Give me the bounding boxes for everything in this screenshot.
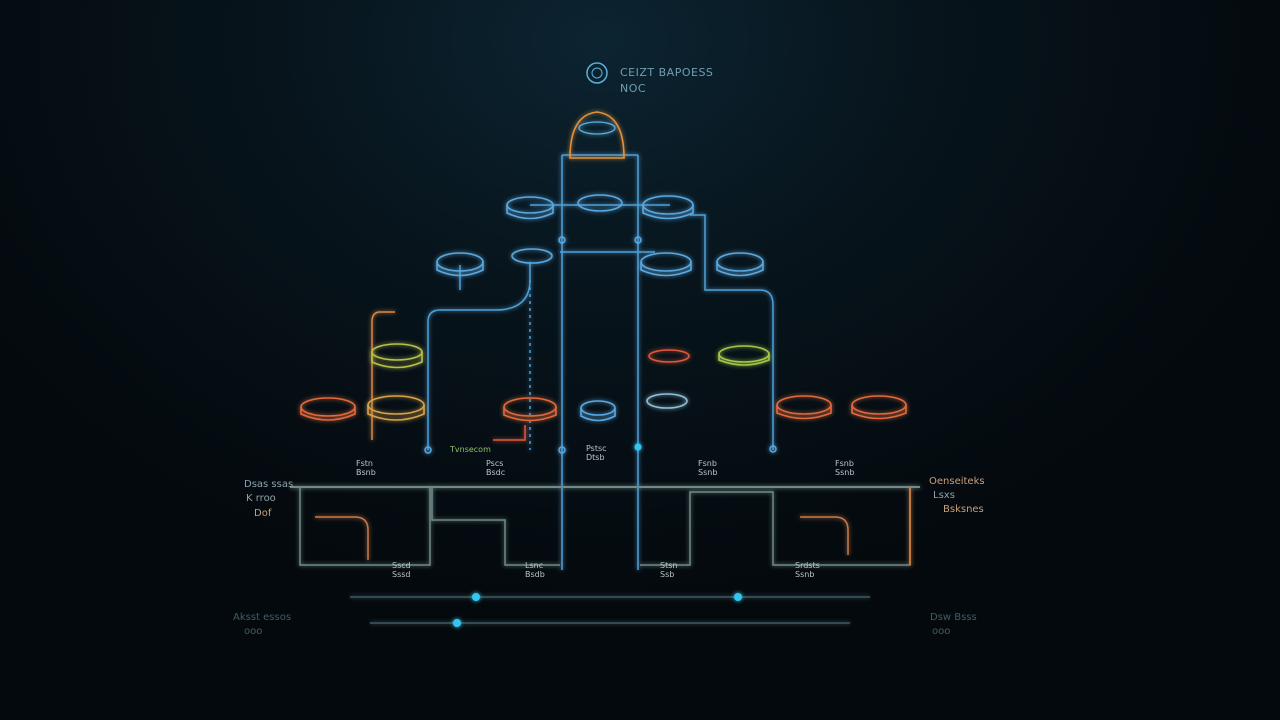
- left-branch: [427, 262, 531, 450]
- center-node-label: Tvnsecom: [449, 445, 491, 454]
- tier2-nodes: [506, 194, 694, 220]
- signal-dot-1: [472, 593, 480, 601]
- node-t5-5[interactable]: [646, 393, 688, 409]
- side-left-line3: Dof: [254, 508, 272, 519]
- top-hub[interactable]: [569, 111, 625, 159]
- node-t5-2[interactable]: [367, 395, 425, 421]
- bus-loop-1: [299, 487, 431, 566]
- footer-right-line1: Dsw Bsss: [930, 612, 977, 623]
- bus-loop-3: [640, 487, 911, 566]
- side-right-line3: Bsksnes: [943, 504, 984, 515]
- dot-4: [769, 445, 777, 453]
- bus-loop-2: [431, 487, 560, 566]
- node-t2-left[interactable]: [506, 196, 554, 220]
- side-right: Oenseiteks Lsxs Bsksnes: [929, 476, 985, 515]
- side-left: Dsas ssas K rroo Dof: [244, 479, 293, 519]
- footer-left: Aksst essos ooo: [233, 612, 291, 637]
- orange-left-branch: [371, 311, 395, 440]
- node-t5-1[interactable]: [300, 397, 356, 421]
- node-t3-4[interactable]: [716, 252, 764, 277]
- orange-link-right: [800, 516, 849, 555]
- node-t3-2[interactable]: [511, 248, 553, 264]
- signal-dot-2: [734, 593, 742, 601]
- header-subtitle: NOC: [620, 82, 646, 95]
- node-t2-right[interactable]: [642, 195, 694, 220]
- node-t4-yellow-right[interactable]: [718, 345, 770, 366]
- orange-link-left: [315, 516, 369, 560]
- dot-6: [634, 236, 642, 244]
- node-t2-center[interactable]: [577, 194, 623, 212]
- node-t5-6[interactable]: [776, 395, 832, 420]
- globe-icon: [586, 62, 608, 84]
- node-t5-3[interactable]: [503, 397, 557, 422]
- dot-1: [424, 446, 432, 454]
- node-t5-7[interactable]: [851, 395, 907, 420]
- side-right-line2: Lsxs: [933, 490, 955, 501]
- header: CEIZT BAPOESS NOC: [586, 62, 713, 95]
- side-left-line1: Dsas ssas: [244, 479, 293, 490]
- red-link-center: [493, 425, 526, 441]
- footer-left-line1: Aksst essos: [233, 612, 291, 623]
- hub-shape: [569, 111, 625, 159]
- right-branch: [690, 214, 774, 450]
- header-title: CEIZT BAPOESS: [620, 66, 713, 79]
- footer-left-line2: ooo: [244, 626, 262, 637]
- node-t3-1[interactable]: [436, 252, 484, 277]
- connections: [290, 154, 920, 624]
- signal-dot-3: [453, 619, 461, 627]
- side-left-line2: K rroo: [246, 493, 276, 504]
- tier4-nodes: [371, 343, 770, 369]
- node-t5-4[interactable]: [580, 400, 616, 422]
- tier3-nodes: [436, 248, 764, 277]
- side-right-line1: Oenseiteks: [929, 476, 985, 487]
- node-t3-3[interactable]: [640, 252, 692, 277]
- hub-ring: [578, 121, 616, 135]
- node-t4-yellow-left[interactable]: [371, 343, 423, 369]
- footer-right-line2: ooo: [932, 626, 950, 637]
- dot-2: [558, 446, 566, 454]
- node-t4-red-center[interactable]: [648, 349, 690, 363]
- footer-right: Dsw Bsss ooo: [930, 612, 977, 637]
- connector-dots: [424, 236, 777, 627]
- dot-5: [558, 236, 566, 244]
- tier5-nodes: [300, 393, 907, 422]
- globe-icon-inner: [591, 67, 603, 79]
- dot-3: [634, 443, 642, 451]
